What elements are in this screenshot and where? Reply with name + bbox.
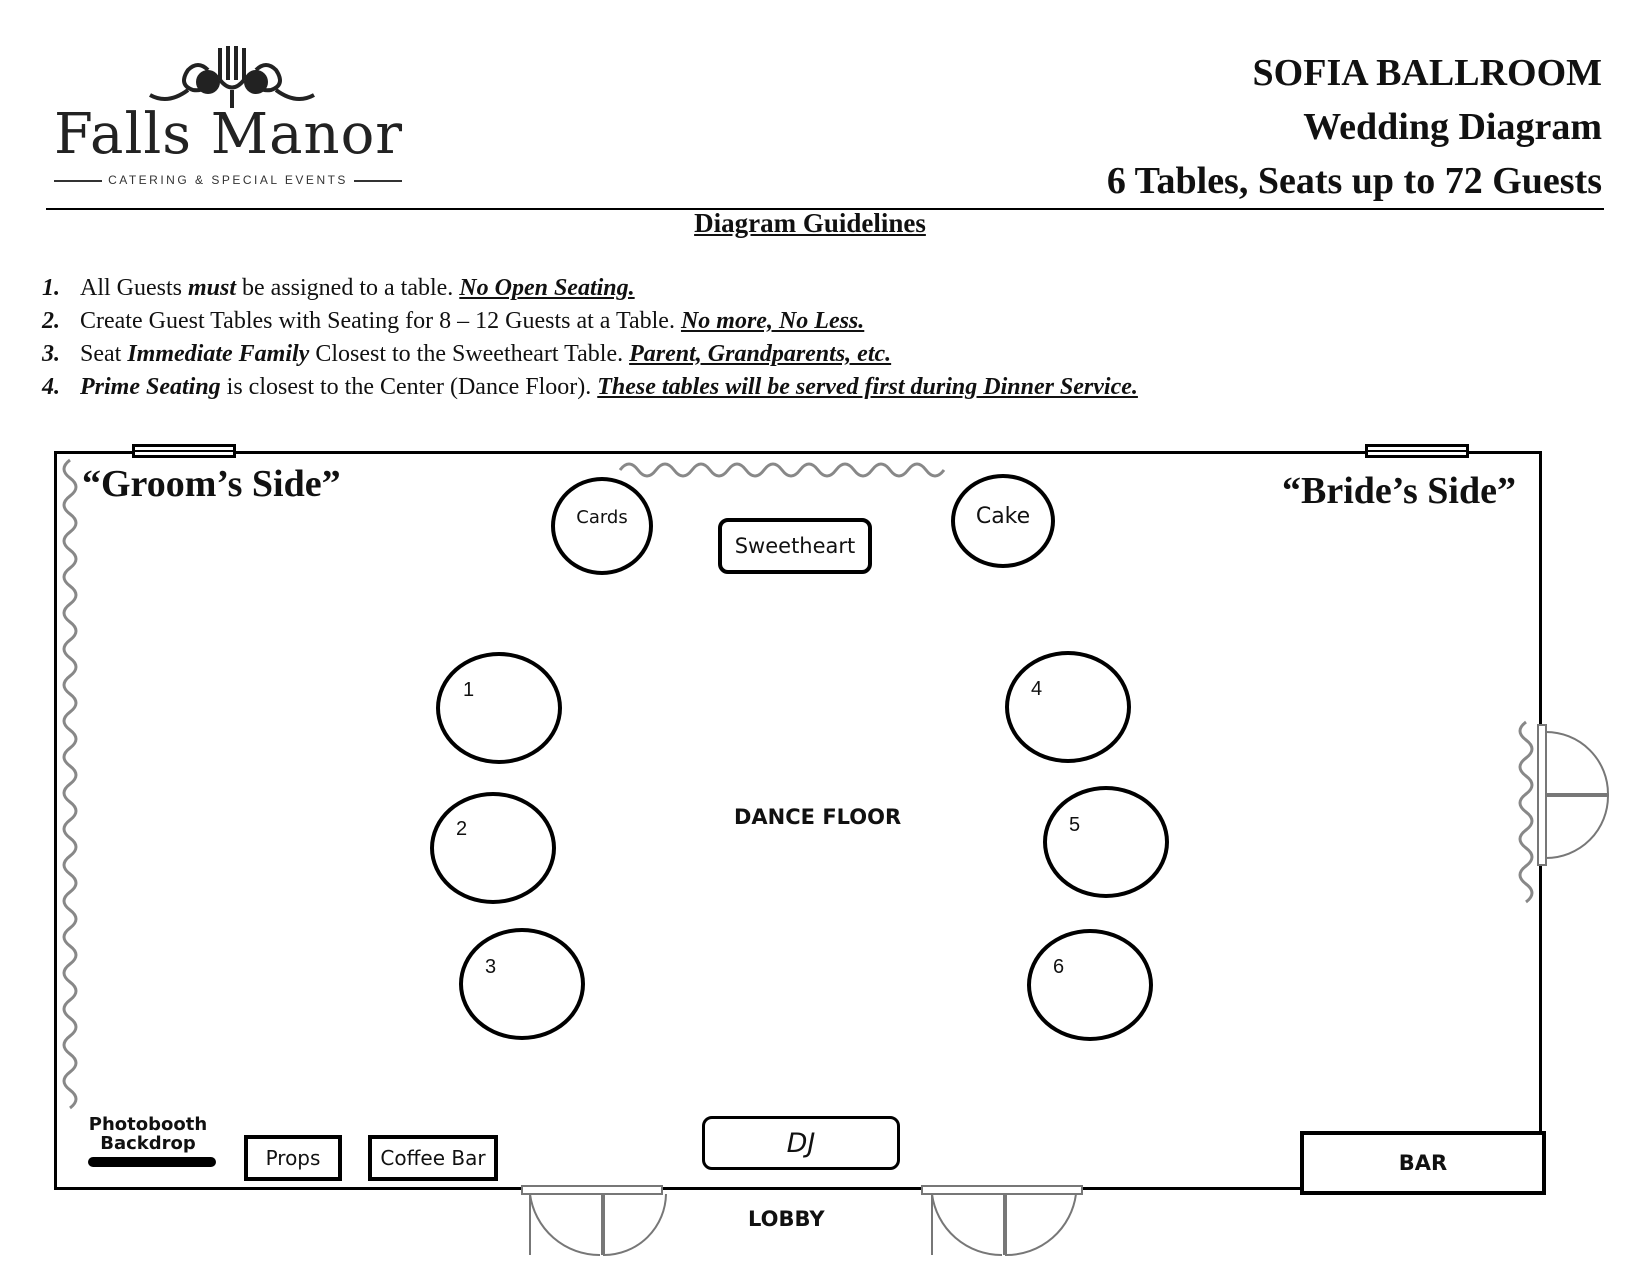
lobby-door-right-icon — [921, 1185, 1083, 1257]
title-capacity: 6 Tables, Seats up to 72 Guests — [1106, 160, 1602, 202]
header-divider — [46, 208, 1604, 210]
bar: BAR — [1300, 1131, 1546, 1195]
guidelines-list: 1.All Guests must be assigned to a table… — [42, 272, 1138, 404]
lobby-label: LOBBY — [748, 1207, 825, 1231]
sweetheart-table: Sweetheart — [718, 518, 872, 574]
right-door-icon — [1537, 724, 1610, 866]
window-left — [132, 444, 236, 458]
table-number: 5 — [1069, 814, 1081, 836]
table-number: 1 — [463, 679, 475, 701]
dj-booth: DJ — [702, 1116, 900, 1170]
props-table: Props — [244, 1135, 342, 1181]
guidelines-heading: Diagram Guidelines — [694, 208, 926, 238]
guest-table-2 — [430, 792, 556, 904]
window-right — [1365, 444, 1469, 458]
photobooth-backdrop — [88, 1157, 216, 1167]
left-curtain — [62, 458, 78, 1110]
guest-table-5 — [1043, 786, 1169, 898]
table-number: 4 — [1031, 678, 1043, 700]
guest-table-3 — [459, 928, 585, 1040]
right-curtain — [1518, 720, 1534, 904]
guideline-item: 1.All Guests must be assigned to a table… — [42, 275, 635, 301]
fork-emblem-icon — [149, 46, 315, 108]
logo-tagline: CATERING & SPECIAL EVENTS — [48, 173, 408, 187]
guideline-item: 3.Seat Immediate Family Closest to the S… — [42, 341, 892, 367]
guest-table-4 — [1005, 651, 1131, 763]
brides-side-label: “Bride’s Side” — [1282, 470, 1516, 512]
page-title: SOFIA BALLROOM Wedding Diagram 6 Tables,… — [1107, 46, 1602, 208]
falls-manor-logo: Falls Manor CATERING & SPECIAL EVENTS — [48, 40, 408, 200]
top-curtain — [618, 462, 946, 478]
cake-table: Cake — [951, 474, 1055, 568]
photobooth-backdrop-label: Photobooth Backdrop — [88, 1114, 208, 1154]
table-number: 6 — [1053, 956, 1065, 978]
title-venue: SOFIA BALLROOM — [1252, 52, 1602, 94]
coffee-bar: Coffee Bar — [368, 1135, 498, 1181]
table-number: 3 — [485, 956, 497, 978]
cards-table: Cards — [551, 477, 653, 575]
guest-table-1 — [436, 652, 562, 764]
guideline-item: 4.Prime Seating is closest to the Center… — [42, 374, 1138, 400]
guideline-item: 2.Create Guest Tables with Seating for 8… — [42, 308, 865, 334]
table-number: 2 — [456, 818, 468, 840]
logo-name: Falls Manor — [54, 102, 404, 167]
lobby-door-left-icon — [521, 1185, 667, 1257]
guest-table-6 — [1027, 929, 1153, 1041]
grooms-side-label: “Groom’s Side” — [82, 463, 341, 505]
title-diagram: Wedding Diagram — [1303, 106, 1602, 148]
dance-floor-label: DANCE FLOOR — [734, 805, 902, 829]
